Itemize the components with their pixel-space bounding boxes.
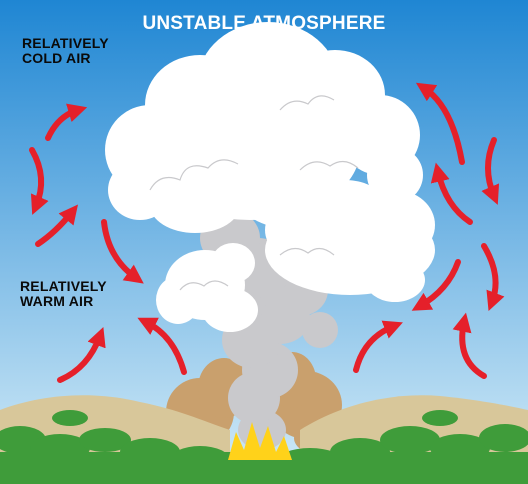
red-curved-arrow-icon [137, 317, 187, 375]
red-curved-arrow-icon [353, 320, 403, 373]
flame-icon [228, 422, 292, 460]
warm-air-label-line1: RELATIVELY [20, 278, 107, 294]
red-curved-arrow-icon [481, 243, 505, 311]
cold-air-label: RELATIVELY COLD AIR [22, 35, 109, 67]
red-curved-arrow-icon [101, 219, 144, 284]
red-curved-arrow-icon [452, 312, 487, 379]
cold-air-label-line2: COLD AIR [22, 50, 91, 67]
upper-cloud [105, 22, 423, 233]
red-curved-arrow-icon [481, 137, 500, 205]
warm-air-label: RELATIVELY WARM AIR [20, 278, 107, 310]
red-curved-arrow-icon [57, 327, 106, 383]
right-cloud [265, 180, 435, 302]
diagram-title: UNSTABLE ATMOSPHERE [142, 13, 386, 34]
cold-air-label-line1: RELATIVELY [22, 35, 109, 51]
cloud-outlines [149, 95, 359, 291]
warm-air-label-line2: WARM AIR [20, 293, 94, 310]
red-curved-arrow-icon [29, 147, 49, 215]
red-curved-arrow-icon [45, 103, 88, 141]
red-curved-arrow-icon [430, 162, 473, 225]
red-curved-arrow-icon [35, 204, 78, 247]
red-curved-arrow-icon [415, 82, 465, 165]
airflow-arrows [29, 82, 505, 383]
foliage [0, 410, 528, 484]
red-curved-arrow-icon [411, 259, 461, 311]
